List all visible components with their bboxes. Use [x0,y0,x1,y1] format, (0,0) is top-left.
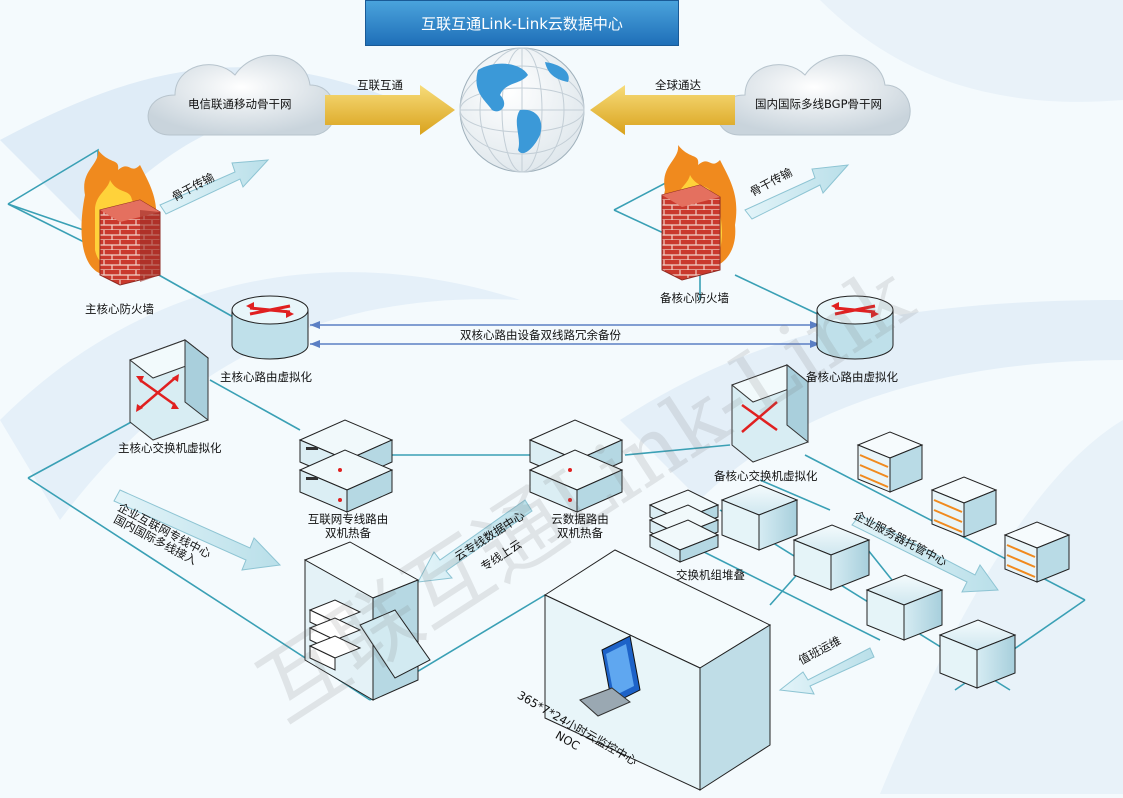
internet-router-label-line2: 双机热备 [325,526,371,540]
cloud-router-label-line1: 云数据路由 [551,512,609,526]
gold-arrow-right [590,85,735,135]
pale-arrows [113,159,999,695]
arrow-label-interconnect: 互联互通 [357,78,403,92]
server-cube [720,484,799,551]
page-title: 互联互通Link-Link云数据中心 [365,0,679,46]
router-icon [816,295,894,360]
main-router-label: 主核心路由虚拟化 [220,370,312,384]
noc-room [543,549,772,791]
switch-icon [128,338,210,441]
router-icon [231,295,309,360]
server-icon [528,419,624,513]
rack-cabinet-icon [303,541,431,701]
cloud-right [717,54,911,136]
cloud-router-label-line2: 双机热备 [557,526,603,540]
server-cube [865,574,944,641]
rack-server-icon [856,431,924,493]
core-redundant-link [310,321,820,348]
rack-server-icon [930,476,998,538]
server-cube [792,524,871,591]
globe-icon [459,47,585,173]
arrow-label-global: 全球通达 [655,78,701,92]
cloud-router-label: 云数据路由 双机热备 [535,512,625,540]
server-cube [938,619,1017,689]
internet-router-label-line1: 互联网专线路由 [307,512,389,526]
gold-arrow-left [325,85,455,135]
backup-router-label: 备核心路由虚拟化 [806,370,898,384]
server-icon [298,419,394,513]
backup-switch-label: 备核心交换机虚拟化 [714,469,818,483]
backup-firewall-label: 备核心防火墙 [660,291,729,305]
cloud-left [147,54,336,136]
internet-router-label: 互联网专线路由 双机热备 [298,512,398,540]
firewall-icon [661,145,737,281]
cloud-right-label: 国内国际多线BGP骨干网 [755,97,883,111]
monitor-icon [579,635,641,717]
cloud-left-label: 电信联通移动骨干网 [188,97,292,111]
main-firewall-label: 主核心防火墙 [85,302,154,316]
switch-stack-label: 交换机组堆叠 [676,568,745,582]
switch-stack-icon [648,489,720,563]
core-link-label: 双核心路由设备双线路冗余备份 [460,328,621,342]
switch-icon [730,363,810,463]
firewall-icon [81,150,161,286]
main-switch-label: 主核心交换机虚拟化 [118,441,222,455]
rack-server-icon [1003,521,1071,583]
